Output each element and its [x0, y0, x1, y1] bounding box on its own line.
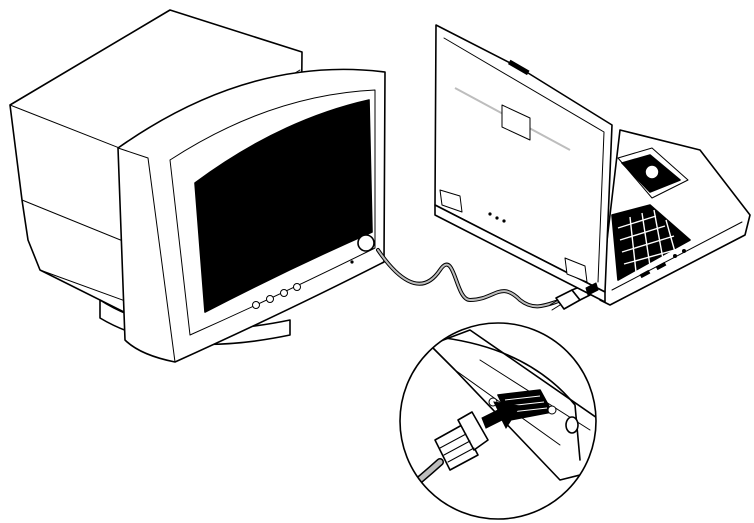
notebook-lid-inner: [443, 37, 605, 283]
monitor-button-2: [266, 295, 274, 303]
monitor-bezel-side: [117, 147, 176, 363]
monitor-button-4: [293, 283, 301, 291]
notebook-computer-icon: [434, 24, 751, 306]
zoom-plug-head: [457, 411, 489, 451]
notebook-lid-latch: [507, 59, 530, 76]
zoom-port-screw-right: [547, 405, 557, 415]
monitor-button-1: [252, 301, 260, 309]
notebook-lid-logo: [501, 104, 531, 141]
zoom-circle-outline: [399, 322, 597, 520]
crt-monitor-icon: [9, 9, 386, 363]
notebook-hinge-right: [564, 257, 588, 283]
monitor-screen: [194, 99, 373, 313]
monitor-bezel-inner: [169, 89, 376, 336]
zoom-laptop-groove: [444, 337, 581, 461]
notebook-hinge-left: [439, 189, 463, 213]
cable-inner: [377, 249, 563, 308]
zoom-side-jack: [565, 416, 579, 434]
notebook-rear-leds: [488, 212, 506, 223]
notebook-keyboard: [611, 49, 691, 281]
notebook-touchpad-frame: [617, 147, 689, 199]
vga-cable-icon: [376, 248, 591, 311]
notebook-rear-panel: [434, 204, 606, 303]
monitor-button-3: [280, 289, 288, 297]
notebook-side-ports: [639, 249, 686, 279]
insert-arrow-icon: [481, 401, 521, 430]
monitor-power-led: [350, 260, 354, 264]
monitor-power-button: [357, 234, 375, 252]
notebook-touchpad-button: [644, 164, 660, 180]
magnified-port-detail-icon: [399, 322, 597, 520]
zoom-plug-grip: [439, 433, 475, 463]
monitor-front-buttons: [252, 283, 301, 309]
notebook-vga-port: [585, 282, 599, 296]
notebook-lid: [434, 24, 613, 293]
